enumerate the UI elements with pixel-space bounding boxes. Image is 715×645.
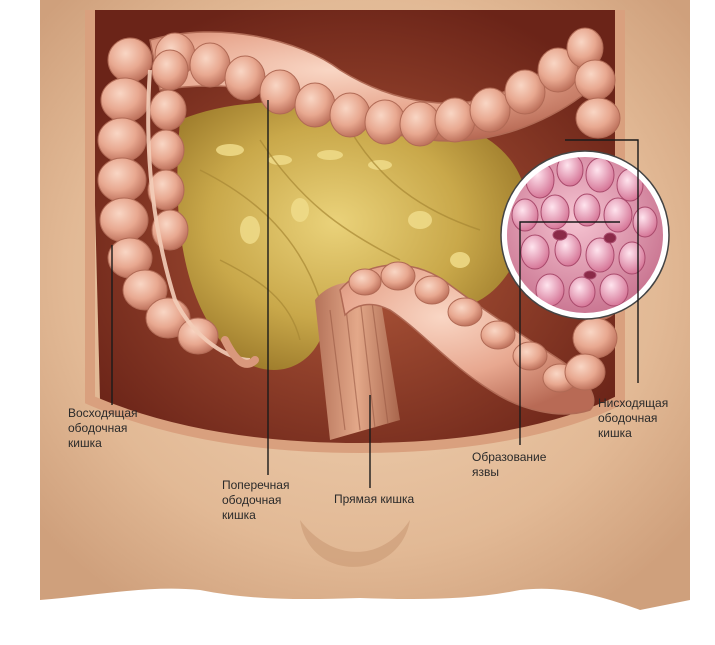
label-descending-line1: Нисходящая — [598, 396, 669, 410]
leader-descending — [565, 139, 639, 383]
label-ulcer-line2: язвы — [472, 465, 499, 479]
label-ascending-colon: Восходящая ободочная кишка — [68, 406, 138, 451]
transverse-haustra — [154, 27, 604, 147]
ascending-colon — [97, 37, 219, 355]
label-transverse-line1: Поперечная — [222, 478, 290, 492]
label-rectum-line1: Прямая кишка — [334, 492, 415, 506]
fat-deposits — [216, 144, 470, 268]
groin-shading — [300, 520, 410, 567]
label-ulcer-formation: Образование язвы — [472, 450, 546, 480]
label-ascending-line1: Восходящая — [68, 406, 138, 420]
label-transverse-line2: ободочная — [222, 493, 282, 507]
label-descending-colon: Нисходящая ободочная кишка — [598, 396, 668, 441]
leader-ulcer — [519, 221, 620, 445]
label-ascending-line3: кишка — [68, 436, 102, 450]
ascending-taenia — [146, 69, 251, 362]
label-transverse-colon: Поперечная ободочная кишка — [222, 478, 289, 523]
rectum — [315, 282, 400, 440]
ulcerated-mucosa — [511, 155, 658, 308]
label-ulcer-line1: Образование — [472, 450, 547, 464]
label-rectum: Прямая кишка — [334, 492, 414, 507]
sigmoid-colon — [339, 264, 595, 415]
label-transverse-line3: кишка — [222, 508, 256, 522]
mesentery-folds — [199, 129, 481, 341]
rectum-striations — [329, 297, 389, 431]
cavity-rim — [85, 10, 625, 454]
appendix — [221, 336, 259, 368]
leader-lines — [111, 100, 639, 488]
label-descending-line3: кишка — [598, 426, 632, 440]
label-ascending-line2: ободочная — [68, 421, 128, 435]
magnifier-lens — [500, 150, 670, 320]
label-descending-line2: ободочная — [598, 411, 658, 425]
